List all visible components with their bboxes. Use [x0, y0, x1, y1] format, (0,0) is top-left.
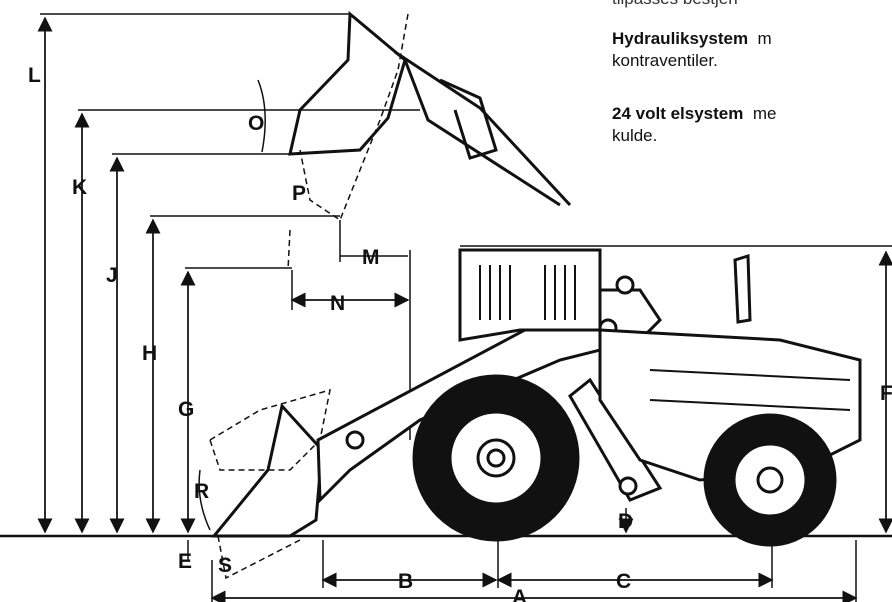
text-hydraulics: Hydrauliksystem m: [612, 29, 772, 48]
label-h: H: [142, 342, 157, 365]
label-j: J: [106, 264, 118, 287]
text-electrical-line2: kulde.: [612, 126, 658, 145]
label-r: R: [194, 480, 209, 503]
label-d: D: [618, 510, 633, 533]
label-s: S: [218, 554, 232, 577]
height-reference-lines: [40, 13, 892, 269]
text-hydraulics-line2: kontraventiler.: [612, 51, 718, 70]
cab-window-grille: [479, 265, 576, 320]
rear-wheel: [703, 413, 837, 547]
label-e: E: [178, 550, 192, 573]
label-o: O: [248, 112, 264, 135]
label-b: B: [398, 570, 413, 593]
label-p: P: [292, 182, 306, 205]
front-wheel: [412, 374, 580, 542]
label-g: G: [178, 398, 194, 421]
raised-bucket: [257, 10, 572, 271]
vertical-dimension-arrows: [37, 16, 892, 560]
label-c: C: [616, 570, 631, 593]
label-m: M: [362, 246, 380, 269]
text-cropped-top: tilpasses bestjen: [612, 0, 738, 10]
text-electrical: 24 volt elsystem me: [612, 104, 777, 123]
label-k: K: [72, 176, 87, 199]
cab: [458, 248, 602, 342]
label-f: F: [880, 382, 892, 405]
label-l: L: [28, 64, 41, 87]
label-n: N: [330, 292, 345, 315]
lowered-bucket: [198, 388, 331, 580]
dimension-labels: L O K P J M N H G F R D E S B C A: [28, 64, 892, 602]
label-a: A: [512, 586, 527, 602]
